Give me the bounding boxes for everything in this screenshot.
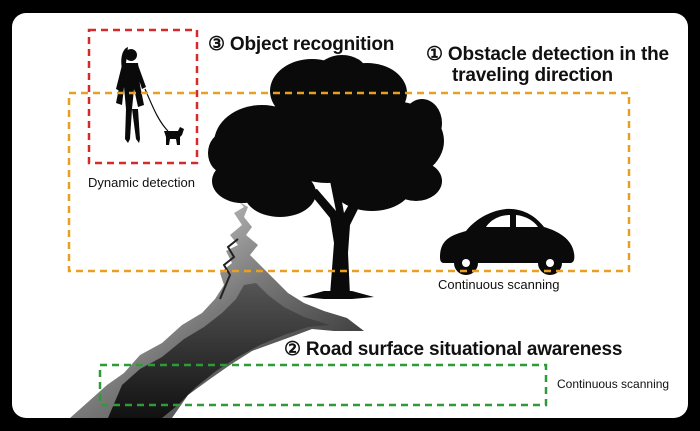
continuous-scanning-top-label: Continuous scanning (438, 277, 560, 292)
continuous-scanning-bottom-label: Continuous scanning (557, 377, 670, 391)
obstacle-detection-label-line2: traveling direction (452, 65, 613, 86)
object-recognition-label: ③ Object recognition (208, 34, 395, 55)
dynamic-detection-label: Dynamic detection (88, 175, 195, 190)
road-crack-icon (70, 201, 364, 418)
obstacle-detection-label-line1: ① Obstacle detection in the (426, 44, 669, 65)
diagram-panel: ③ Object recognition ① Obstacle detectio… (12, 13, 688, 418)
tree-silhouette-icon (208, 55, 444, 299)
obstacle-detection-box (67, 91, 631, 273)
person-walking-dog-silhouette-icon (116, 47, 184, 145)
object-recognition-box (87, 28, 199, 165)
road-surface-label: ② Road surface situational awareness (284, 339, 623, 360)
car-silhouette-icon (440, 208, 575, 275)
road-surface-box (98, 363, 548, 407)
diagram-graphics (67, 28, 631, 418)
